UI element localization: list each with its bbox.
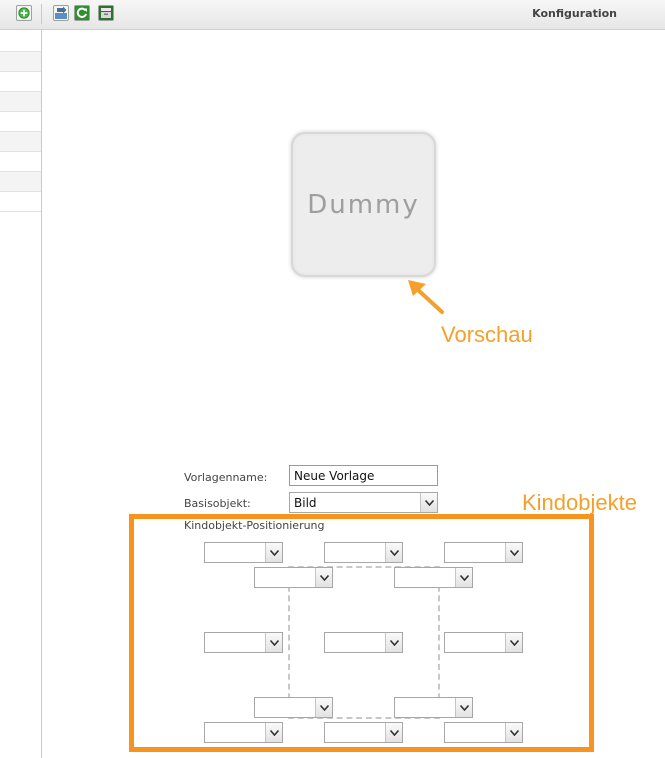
base-object-select[interactable]: Bild [289,492,438,513]
export-icon[interactable] [53,5,69,21]
list-item[interactable] [0,92,41,112]
chevron-down-icon[interactable] [265,723,282,742]
chevron-down-icon[interactable] [265,633,282,652]
position-select-bottom-center[interactable] [324,722,403,743]
chevron-down-icon[interactable] [455,698,472,717]
child-objects-highlight [129,514,594,752]
position-select-lower-inner-left[interactable] [254,697,333,718]
toolbar-separator [41,4,42,24]
position-select-upper-inner-right[interactable] [394,567,473,588]
chevron-down-icon[interactable] [505,723,522,742]
position-select-lower-inner-right[interactable] [394,697,473,718]
chevron-down-icon[interactable] [265,543,282,562]
chevron-down-icon[interactable] [315,698,332,717]
list-item[interactable] [0,172,41,192]
archive-icon[interactable] [98,5,114,21]
position-select-top-left[interactable] [204,542,283,563]
list-item[interactable] [0,52,41,72]
parent-object-frame [288,566,440,719]
position-select-upper-inner-left[interactable] [254,567,333,588]
position-select-middle-right[interactable] [444,632,523,653]
chevron-down-icon[interactable] [385,723,402,742]
template-name-input[interactable]: Neue Vorlage [289,465,438,486]
annotation-arrow-icon [408,280,444,314]
toolbar-title: Konfiguration [532,7,617,20]
position-select-bottom-left[interactable] [204,722,283,743]
list-item[interactable] [0,152,41,172]
position-select-top-center[interactable] [324,542,403,563]
child-positioning-label: Kindobjekt-Positionierung [184,519,325,532]
position-select-top-right[interactable] [444,542,523,563]
toolbar: Konfiguration [0,0,665,30]
position-select-middle-left[interactable] [204,632,283,653]
annotation-child-objects: Kindobjekte [522,490,637,515]
template-name-label: Vorlagenname: [184,471,268,484]
position-select-center[interactable] [324,632,403,653]
chevron-down-icon[interactable] [455,568,472,587]
list-item[interactable] [0,192,41,212]
chevron-down-icon[interactable] [505,543,522,562]
dummy-label: Dummy [307,189,420,220]
list-item[interactable] [0,32,41,52]
list-item[interactable] [0,112,41,132]
chevron-down-icon[interactable] [315,568,332,587]
sidebar [0,30,42,758]
base-object-value: Bild [294,496,317,510]
add-icon[interactable] [16,5,32,21]
preview-dummy: Dummy [291,132,436,277]
refresh-icon[interactable] [74,5,90,21]
list-item[interactable] [0,132,41,152]
list-item[interactable] [0,72,41,92]
chevron-down-icon[interactable] [385,633,402,652]
annotation-preview: Vorschau [441,322,533,347]
chevron-down-icon[interactable] [420,493,437,512]
chevron-down-icon[interactable] [505,633,522,652]
chevron-down-icon[interactable] [385,543,402,562]
base-object-label: Basisobjekt: [184,497,251,510]
position-select-bottom-right[interactable] [444,722,523,743]
